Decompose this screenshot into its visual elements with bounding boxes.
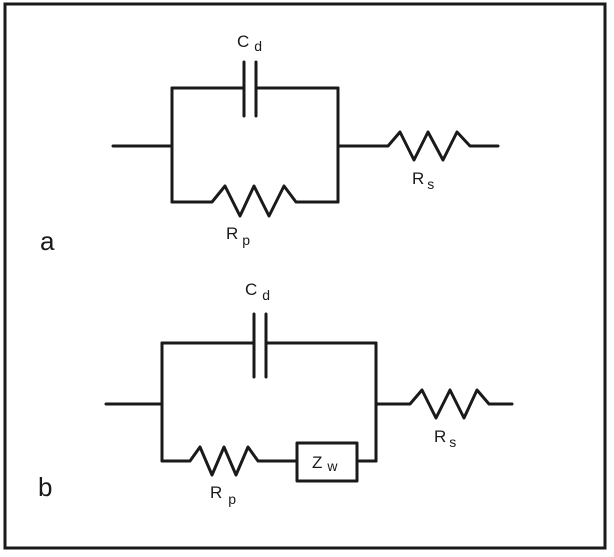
circuit-b-series-resistor (374, 388, 514, 420)
circuit-a-parallel-resistor (170, 184, 340, 218)
circuit-a-series-resistor (336, 130, 500, 162)
panel-b-letter: b (38, 472, 52, 502)
panel-a-letter: a (40, 226, 55, 256)
figure-border (3, 2, 607, 550)
circuit-b-parallel-resistor (160, 445, 299, 477)
